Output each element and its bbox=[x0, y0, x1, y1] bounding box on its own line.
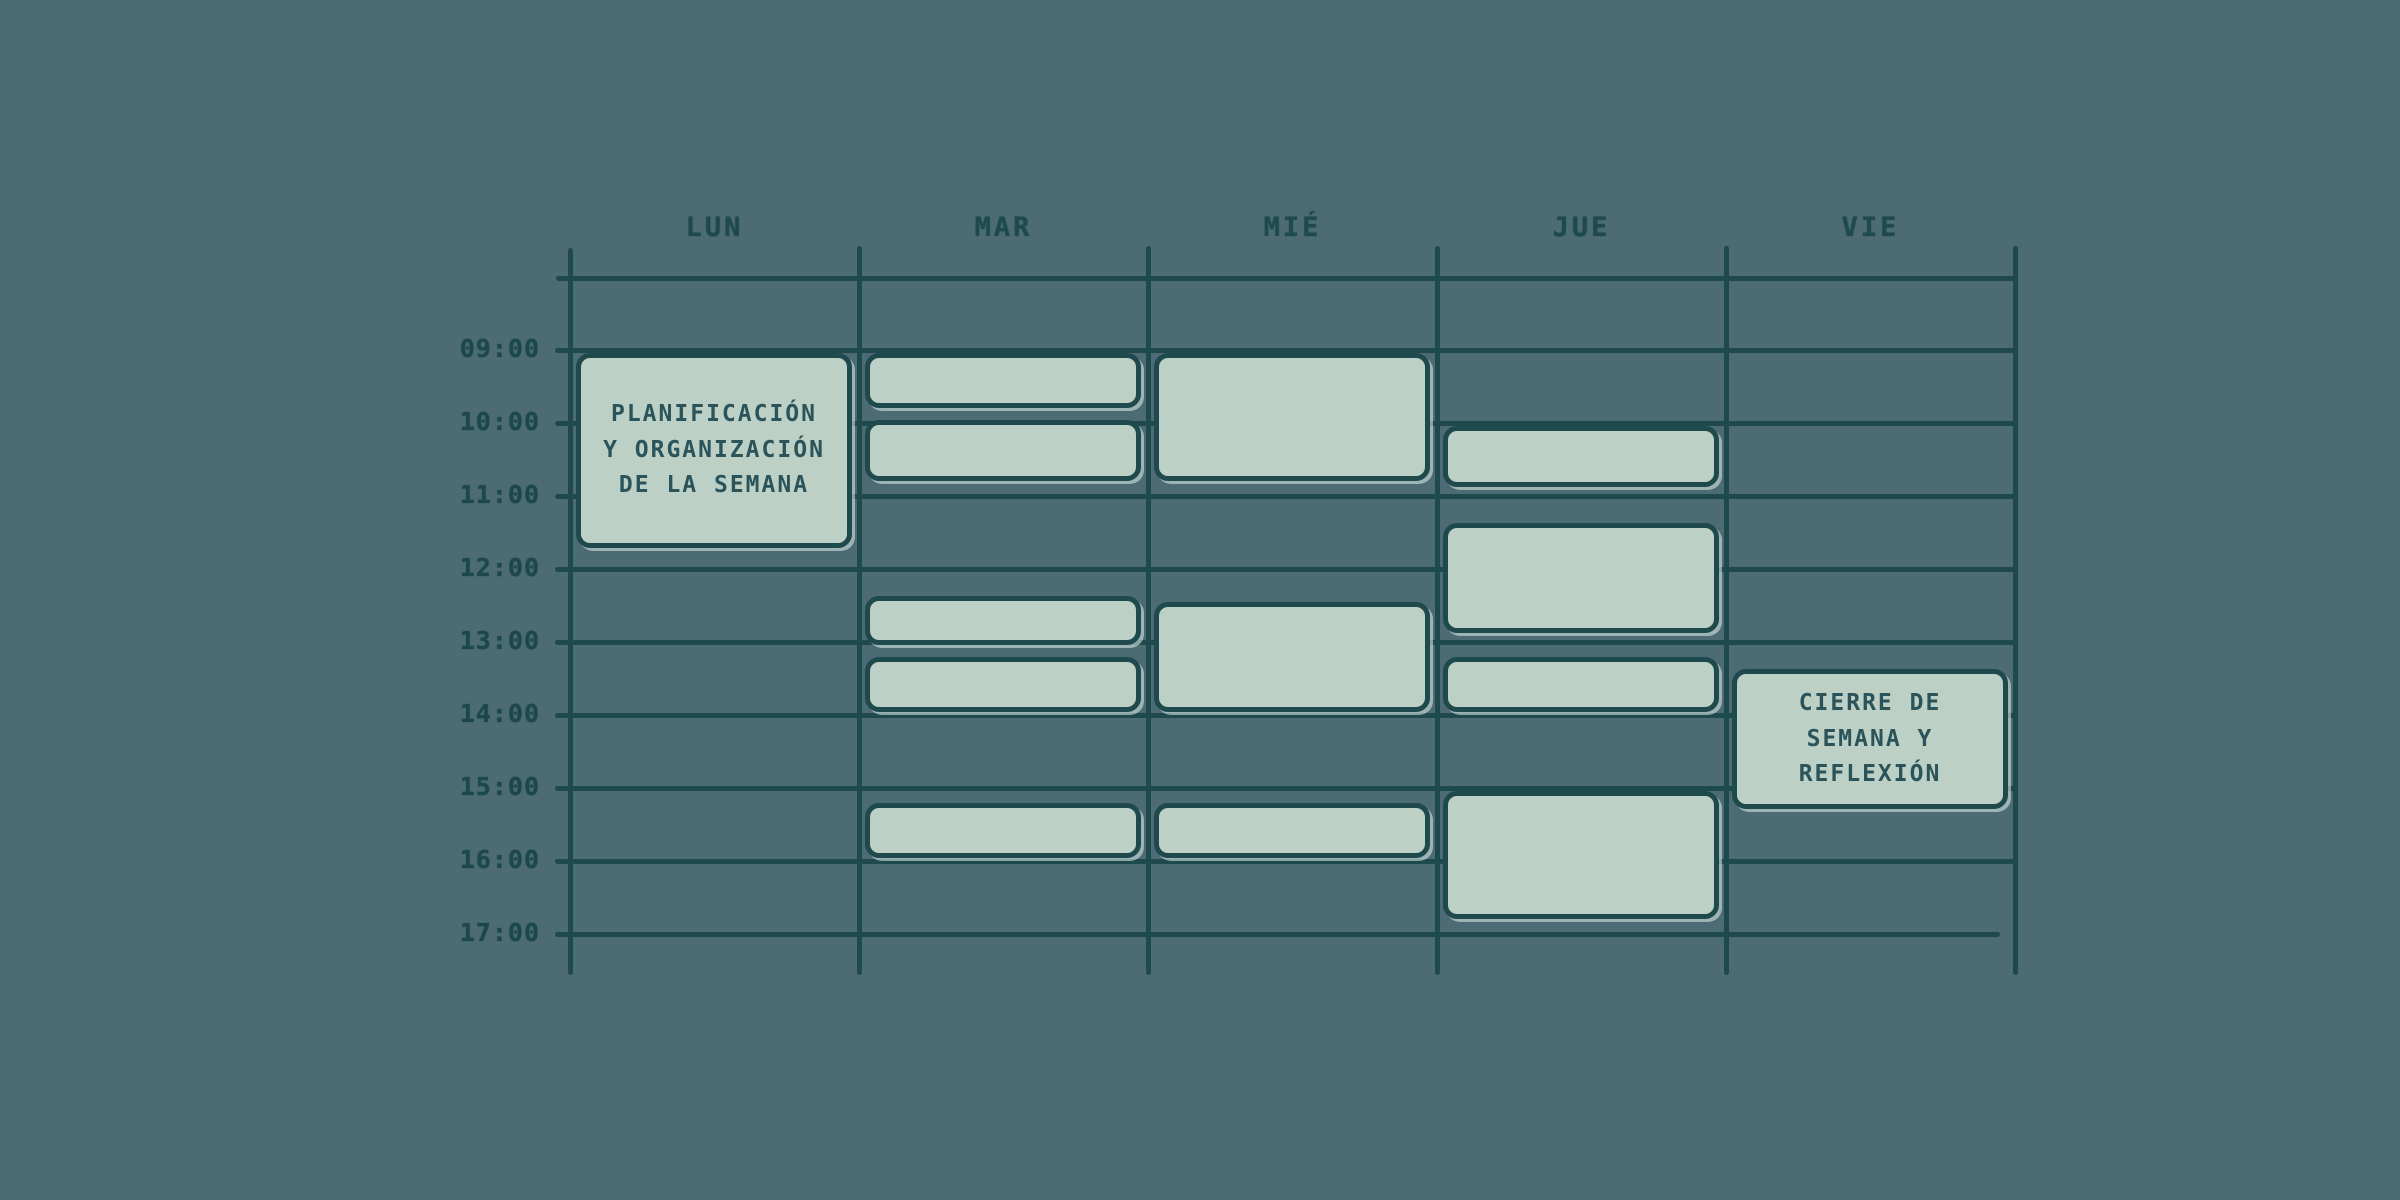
time-tick-12-00 bbox=[555, 567, 573, 572]
event-block-mie-2[interactable] bbox=[1154, 602, 1430, 712]
event-block-mie-1[interactable] bbox=[1154, 353, 1430, 481]
grid-vline-2 bbox=[1146, 246, 1151, 975]
grid-hline-17-00 bbox=[570, 932, 2000, 937]
event-label-lun-1: PLANIFICACIÓN Y ORGANIZACIÓN DE LA SEMAN… bbox=[603, 400, 825, 499]
event-block-mar-3[interactable] bbox=[865, 596, 1141, 646]
time-tick-11-00 bbox=[555, 494, 573, 499]
time-label-09-00: 09:00 bbox=[459, 334, 540, 363]
grid-hline-09-00 bbox=[570, 348, 2015, 353]
time-tick-13-00 bbox=[555, 640, 573, 645]
event-block-jue-3[interactable] bbox=[1443, 657, 1719, 712]
event-label-vie-1: CIERRE DE SEMANA Y REFLEXIÓN bbox=[1798, 689, 1942, 788]
event-block-mie-3[interactable] bbox=[1154, 803, 1430, 858]
time-label-13-00: 13:00 bbox=[459, 626, 540, 655]
time-tick-17-00 bbox=[555, 932, 573, 937]
grid-hline-11-00 bbox=[570, 494, 2015, 499]
time-label-14-00: 14:00 bbox=[459, 699, 540, 728]
grid-hline-12-00 bbox=[570, 567, 2015, 572]
time-label-11-00: 11:00 bbox=[459, 480, 540, 509]
grid-hline-15-00 bbox=[570, 786, 2015, 791]
time-label-10-00: 10:00 bbox=[459, 407, 540, 436]
time-tick-14-00 bbox=[555, 713, 573, 718]
day-header-miércoles[interactable]: MIÉ bbox=[1263, 212, 1322, 243]
event-block-mar-5[interactable] bbox=[865, 803, 1141, 858]
time-label-15-00: 15:00 bbox=[459, 772, 540, 801]
grid-vline-5 bbox=[2013, 246, 2018, 975]
grid-vline-1 bbox=[857, 246, 862, 975]
event-block-lun-1[interactable]: PLANIFICACIÓN Y ORGANIZACIÓN DE LA SEMAN… bbox=[576, 353, 852, 548]
time-tick-09-00 bbox=[555, 348, 573, 353]
grid-hline-16-00 bbox=[570, 859, 2015, 864]
grid-vline-3 bbox=[1435, 246, 1440, 975]
event-block-mar-1[interactable] bbox=[865, 353, 1141, 408]
time-tick-16-00 bbox=[555, 859, 573, 864]
time-tick-15-00 bbox=[555, 786, 573, 791]
event-block-jue-2[interactable] bbox=[1443, 523, 1719, 633]
event-block-jue-4[interactable] bbox=[1443, 791, 1719, 919]
event-block-mar-4[interactable] bbox=[865, 657, 1141, 712]
time-label-12-00: 12:00 bbox=[459, 553, 540, 582]
time-label-16-00: 16:00 bbox=[459, 845, 540, 874]
event-block-vie-1[interactable]: CIERRE DE SEMANA Y REFLEXIÓN bbox=[1732, 669, 2008, 810]
time-label-17-00: 17:00 bbox=[459, 918, 540, 947]
grid-vline-0 bbox=[568, 248, 573, 975]
day-header-jueves[interactable]: JUE bbox=[1552, 212, 1611, 243]
day-header-viernes[interactable]: VIE bbox=[1841, 212, 1900, 243]
grid-hline-top bbox=[556, 276, 2015, 281]
grid-hline-14-00 bbox=[570, 713, 2015, 718]
event-block-mar-2[interactable] bbox=[865, 419, 1141, 481]
day-header-lunes[interactable]: LUN bbox=[685, 212, 744, 243]
grid-vline-4 bbox=[1724, 246, 1729, 975]
time-tick-10-00 bbox=[555, 421, 573, 426]
event-block-jue-1[interactable] bbox=[1443, 426, 1719, 487]
day-header-martes[interactable]: MAR bbox=[974, 212, 1033, 243]
